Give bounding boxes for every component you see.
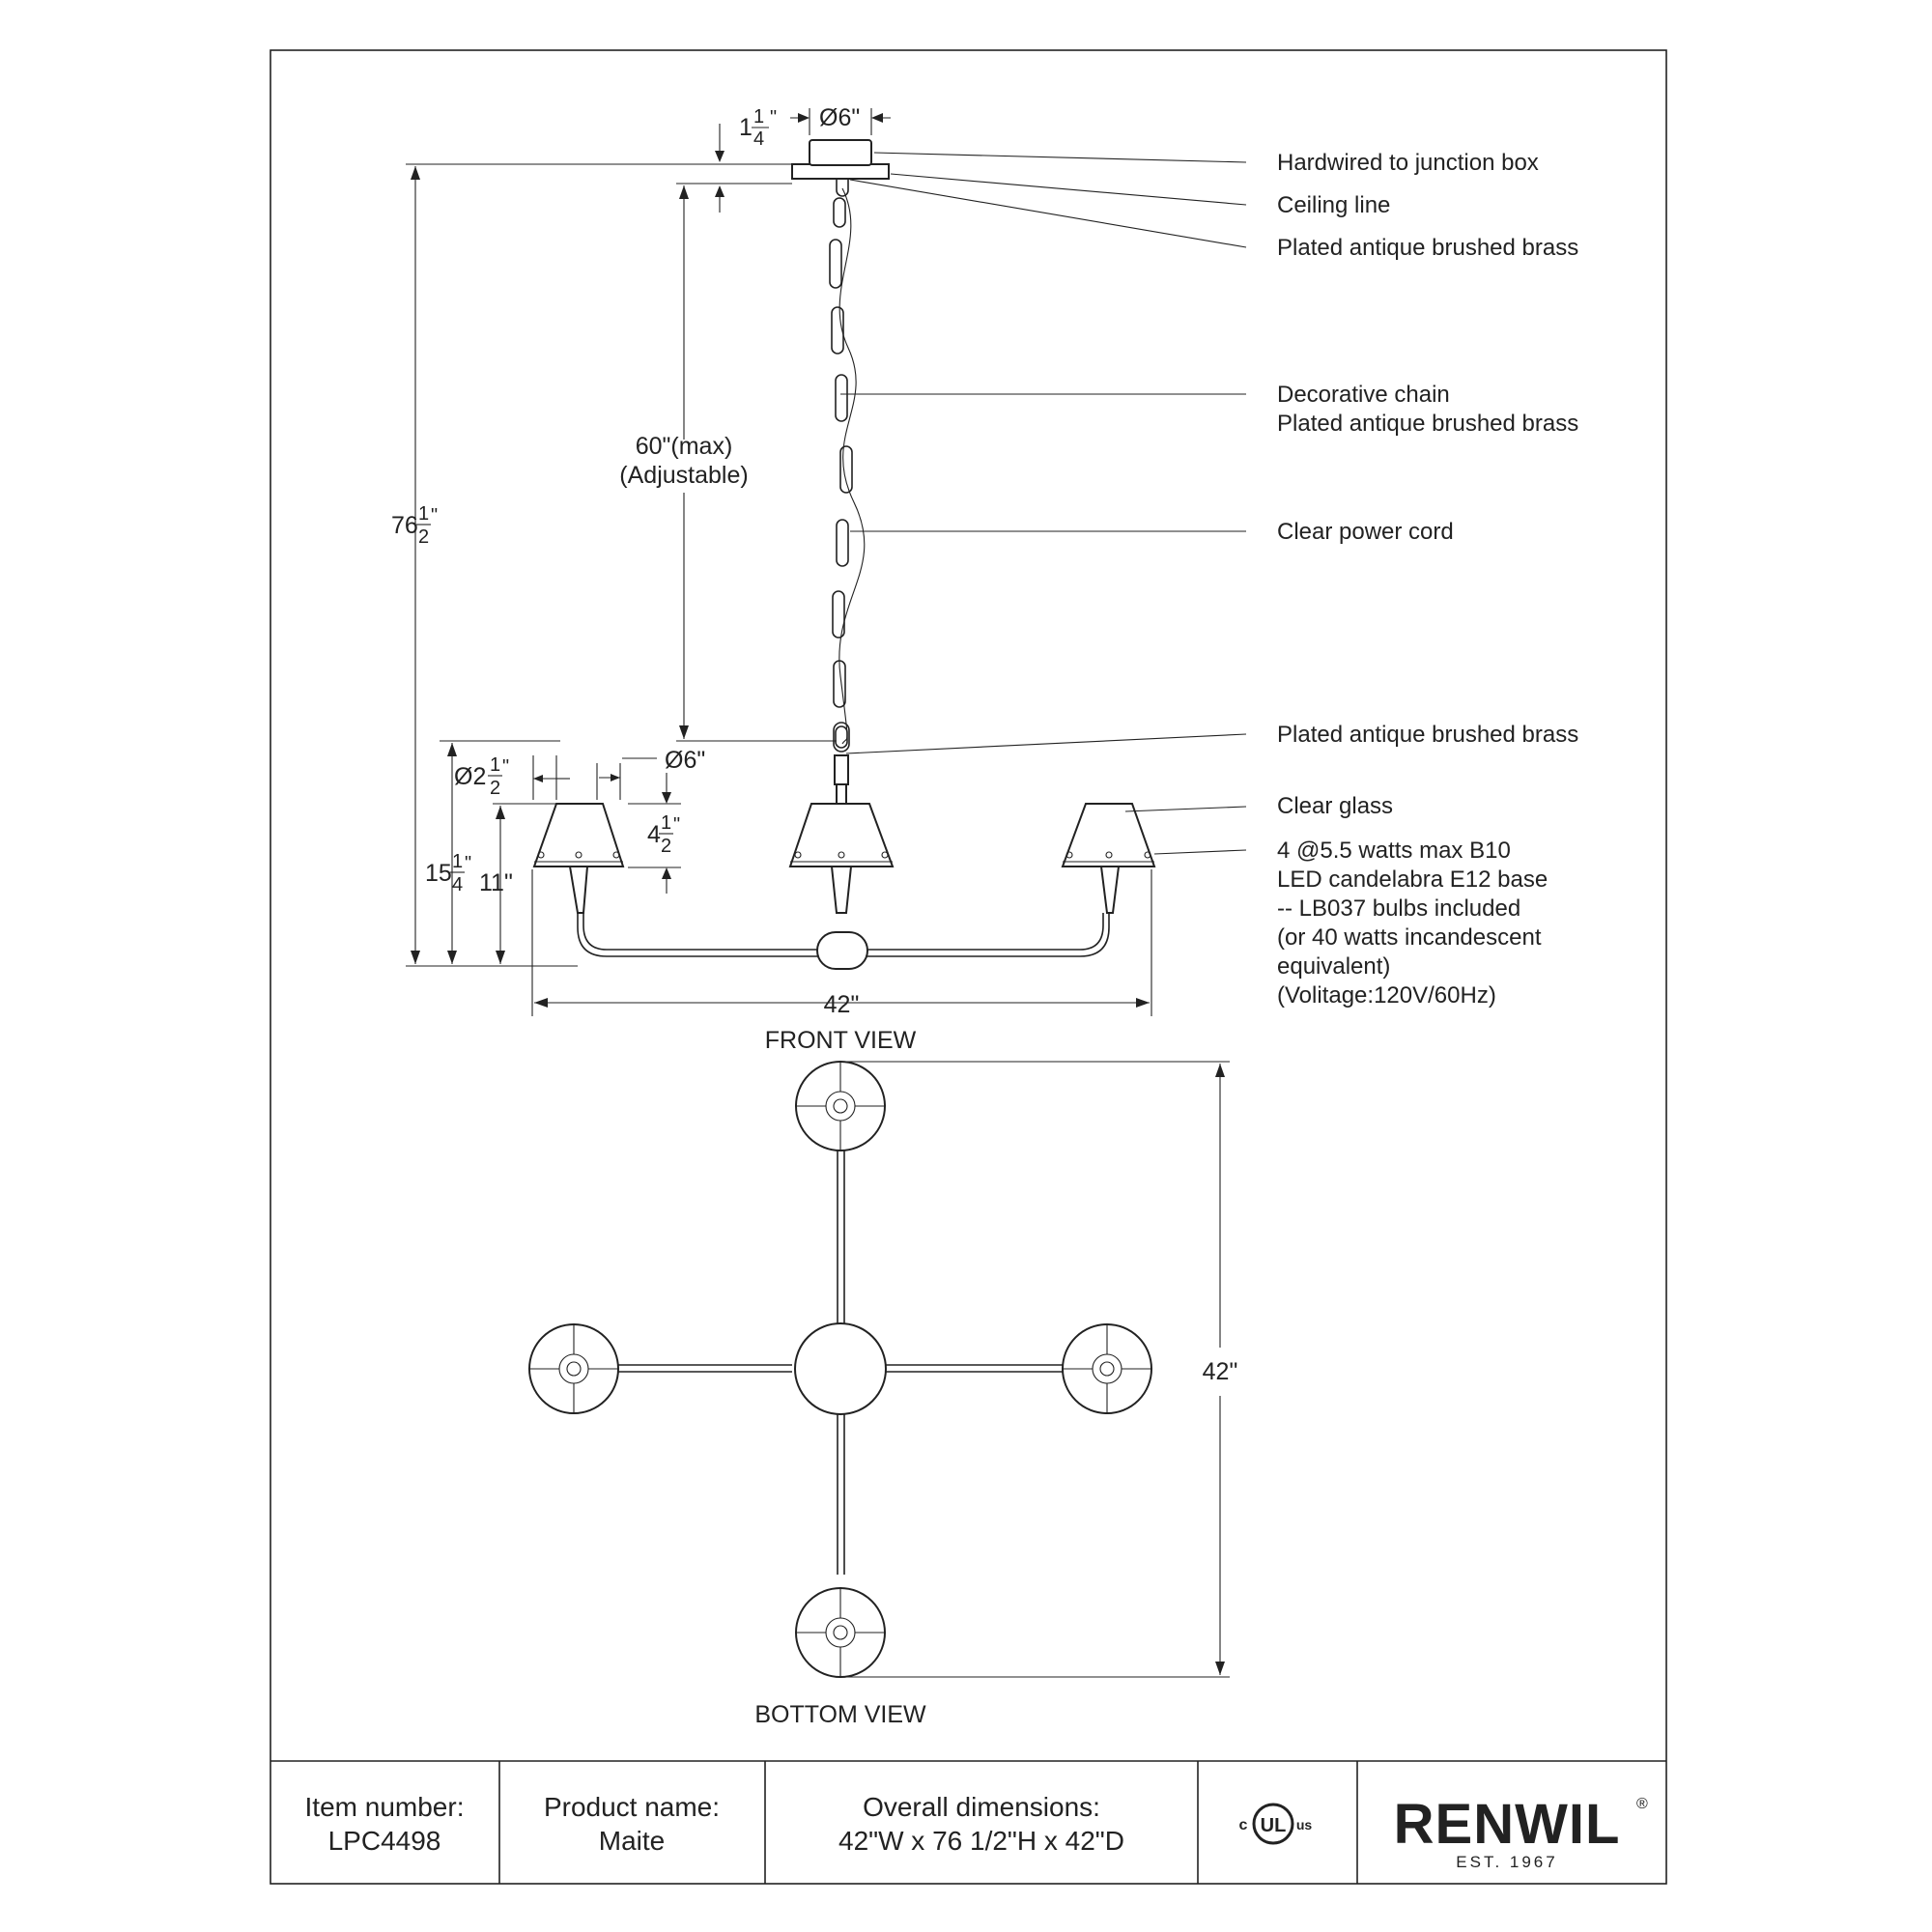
callout-bulbs-line: -- LB037 bulbs included	[1277, 895, 1520, 922]
depth-dimension	[840, 1061, 1230, 1678]
center-stem	[834, 754, 849, 785]
shade-bottom-view	[1062, 1323, 1152, 1414]
shade-bottom-dia-label: Ø6"	[665, 747, 705, 774]
shade-height-den: 2	[661, 836, 671, 857]
callout-bulbs-line: 4 @5.5 watts max B10	[1277, 838, 1511, 864]
callout-body-finish: Plated antique brushed brass	[1277, 722, 1578, 748]
callout-bulbs-line: equivalent)	[1277, 953, 1390, 980]
shade-bottom-view	[528, 1323, 619, 1414]
shade-bottom-view	[795, 1061, 886, 1151]
arm-height-label: 11"	[479, 869, 513, 896]
canopy-height-num: 1	[753, 106, 764, 128]
shade-height-num: 1	[661, 812, 671, 834]
callout-canopy-finish: Plated antique brushed brass	[1277, 235, 1578, 261]
shade-top-dia-den: 2	[490, 778, 500, 799]
product-name-value: Maite	[599, 1826, 665, 1856]
body-height-unit: "	[465, 853, 471, 874]
callout-junction-box: Hardwired to junction box	[1277, 150, 1539, 176]
power-cord	[838, 187, 866, 745]
center-body-bottom	[794, 1322, 887, 1415]
right-shade	[1061, 803, 1156, 914]
bottom-view-title: BOTTOM VIEW	[754, 1701, 926, 1728]
body-height-den: 4	[452, 874, 463, 895]
overall-dimensions-label: Overall dimensions:	[863, 1792, 1100, 1822]
left-shade	[532, 803, 625, 914]
brand-logo: RENWIL	[1394, 1793, 1621, 1856]
callout-chain-finish: Plated antique brushed brass	[1277, 411, 1578, 437]
shade-height-label: 4	[647, 821, 661, 848]
product-name-label: Product name:	[544, 1792, 720, 1822]
callout-cord: Clear power cord	[1277, 519, 1454, 545]
shade-top-dia-label: Ø2	[454, 763, 486, 790]
decorative-chain	[829, 197, 853, 749]
front-view-dimensions	[406, 108, 1152, 1016]
canopy-height-label: 1	[739, 114, 753, 141]
body-height-label: 15	[425, 860, 452, 887]
overall-dimensions-value: 42"W x 76 1/2"H x 42"D	[838, 1826, 1124, 1856]
callout-bulbs-line: (or 40 watts incandescent	[1277, 924, 1542, 951]
canopy-height-unit: "	[770, 107, 777, 128]
shade-bottom-view	[795, 1587, 886, 1678]
callout-bulbs-line: LED candelabra E12 base	[1277, 867, 1548, 893]
svg-text:c: c	[1239, 1817, 1248, 1833]
chain-max-label: 60"(max)	[636, 433, 733, 460]
sheet-border	[270, 49, 1667, 1885]
overall-height-unit: "	[431, 505, 438, 526]
brand-registered-mark: ®	[1636, 1796, 1648, 1812]
canopy-dia-label: Ø6"	[819, 104, 860, 131]
item-number-value: LPC4498	[328, 1826, 441, 1856]
shade-top-dia-num: 1	[490, 754, 500, 776]
callout-glass: Clear glass	[1277, 793, 1393, 819]
canopy-height-den: 4	[753, 128, 764, 150]
center-body	[816, 931, 868, 970]
bottom-view-drawing	[528, 1061, 1152, 1678]
shade-height-unit: "	[673, 814, 680, 836]
junction-box-cover	[809, 139, 872, 166]
front-view-title: FRONT VIEW	[765, 1027, 917, 1054]
item-number-label: Item number:	[305, 1792, 465, 1822]
shade-top-dia-unit: "	[502, 756, 509, 778]
front-view-drawing	[532, 139, 1156, 970]
depth-label: 42"	[1203, 1358, 1238, 1385]
callout-chain: Decorative chain	[1277, 382, 1450, 408]
overall-height-den: 2	[418, 526, 429, 548]
body-height-num: 1	[452, 851, 463, 872]
svg-text:us: us	[1296, 1817, 1313, 1833]
ul-certification-mark: UL c us	[1239, 1803, 1313, 1845]
svg-text:UL: UL	[1261, 1815, 1287, 1836]
canopy	[791, 163, 890, 180]
center-shade	[788, 803, 895, 914]
overall-height-num: 1	[418, 503, 429, 525]
callout-leaders	[840, 152, 1247, 855]
callout-bulbs-line: (Volitage:120V/60Hz)	[1277, 982, 1496, 1009]
width-label: 42"	[824, 991, 860, 1018]
overall-height-label: 76	[391, 512, 418, 539]
chain-adjustable-label: (Adjustable)	[619, 462, 748, 489]
brand-established: EST. 1967	[1456, 1853, 1557, 1871]
callout-ceiling-line: Ceiling line	[1277, 192, 1390, 218]
